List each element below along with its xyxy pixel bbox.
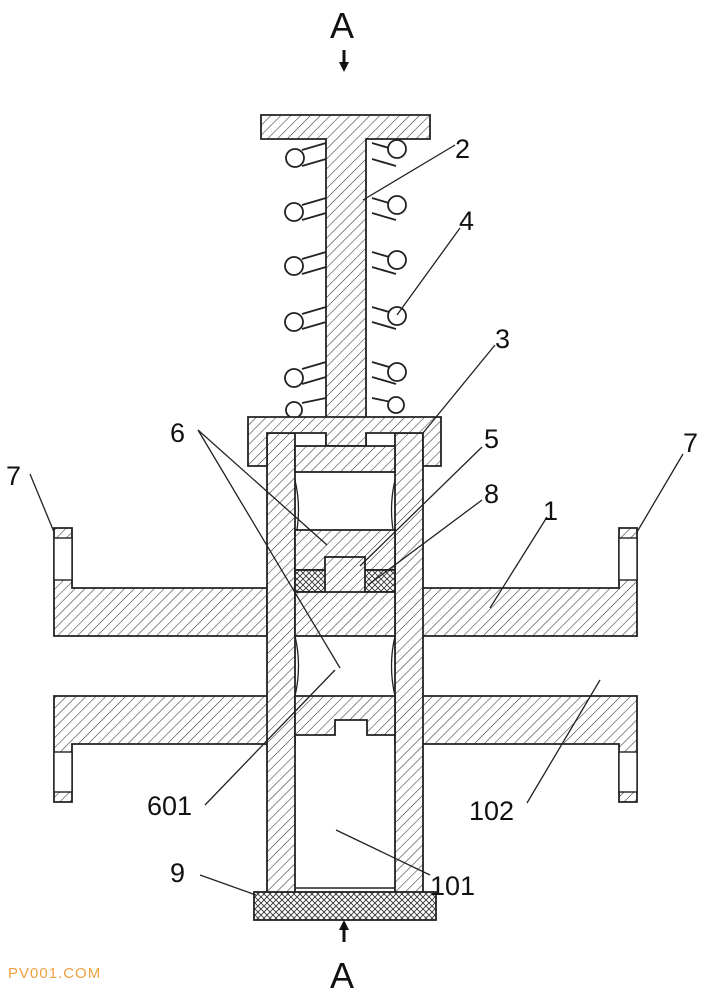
label-part-5: 5 bbox=[484, 424, 499, 454]
spring bbox=[284, 139, 407, 419]
label-part-3: 3 bbox=[495, 324, 510, 354]
section-mark-top: A bbox=[330, 5, 354, 46]
section-arrow-bottom bbox=[339, 920, 349, 942]
label-part-1: 1 bbox=[543, 496, 558, 526]
valve-plug bbox=[294, 445, 396, 736]
main-pipe bbox=[53, 527, 638, 803]
label-part-8: 8 bbox=[484, 479, 499, 509]
vertical-housing bbox=[266, 432, 424, 896]
label-part-9: 9 bbox=[170, 858, 185, 888]
label-part-7-left: 7 bbox=[6, 461, 21, 491]
watermark: PV001.COM bbox=[8, 965, 101, 982]
section-mark-bottom: A bbox=[330, 955, 354, 996]
label-part-102: 102 bbox=[469, 796, 514, 826]
section-arrow-top bbox=[339, 50, 349, 72]
label-part-4: 4 bbox=[459, 206, 474, 236]
label-part-601: 601 bbox=[147, 791, 192, 821]
plunger-rod bbox=[260, 114, 431, 447]
label-part-101: 101 bbox=[430, 871, 475, 901]
lower-plug bbox=[294, 695, 396, 736]
label-part-7-right: 7 bbox=[683, 428, 698, 458]
bottom-cover bbox=[253, 891, 437, 921]
leader-lines bbox=[29, 144, 684, 896]
label-part-6: 6 bbox=[170, 418, 185, 448]
label-part-2: 2 bbox=[455, 134, 470, 164]
